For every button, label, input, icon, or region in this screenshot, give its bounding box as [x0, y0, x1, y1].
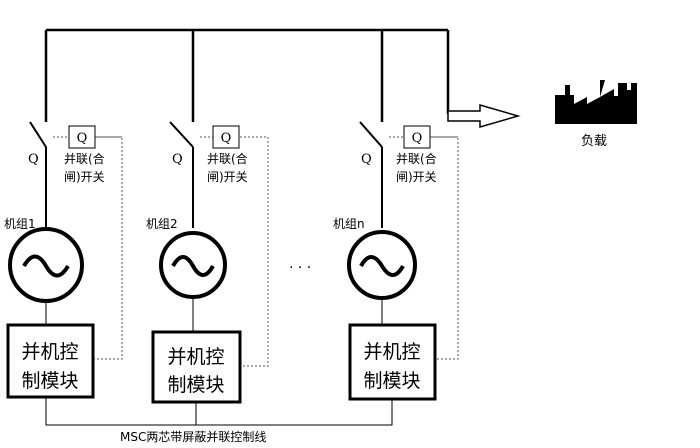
switch-symbol: Q — [172, 152, 183, 167]
control-module-box — [348, 323, 437, 401]
control-module-line1: 并机控 — [363, 341, 420, 363]
power-bus — [44, 28, 450, 122]
control-module-box — [6, 323, 95, 399]
ac-wave-icon — [359, 255, 405, 277]
control-signal-line — [431, 136, 459, 360]
control-module-line1: 并机控 — [21, 341, 78, 363]
unit-label: 机组1 — [4, 217, 36, 231]
switch-relay-box-label: Q — [77, 131, 88, 146]
load-label: 负载 — [581, 134, 607, 149]
switch-label-line2: 闸)开关 — [396, 170, 437, 184]
switch-label-line2: 闸)开关 — [64, 170, 105, 184]
control-module-line1: 并机控 — [167, 346, 224, 368]
switch-label-line1: 并联(合 — [64, 151, 105, 166]
switch-relay-box — [68, 125, 96, 149]
switch-label-line2: 闸)开关 — [207, 170, 248, 184]
switch-relay-box-label: Q — [412, 131, 423, 146]
unit-label: 机组n — [333, 217, 365, 231]
switch-symbol: Q — [361, 152, 372, 167]
switch-relay-box — [403, 125, 431, 149]
switch-label-line1: 并联(合 — [396, 151, 437, 166]
ac-wave-icon — [22, 254, 70, 278]
generator-unit-2: Q Q 并联(合 闸)开关 机组2 并机控 制模块 — [146, 121, 269, 404]
switch-blade — [359, 121, 383, 148]
more-units-ellipsis: · · · — [289, 260, 311, 276]
switch-relay-box-label: Q — [221, 131, 232, 146]
switch-blade — [29, 121, 47, 148]
unit-label: 机组2 — [146, 217, 178, 231]
control-cable-label: MSC两芯带屏蔽并联控制线 — [120, 430, 266, 444]
generator-unit-1: Q Q 并联(合 闸)开关 机组1 并机控 制模块 — [4, 121, 123, 399]
switch-blade — [169, 121, 194, 148]
switch-label-line1: 并联(合 — [207, 151, 248, 166]
control-module-line2: 制模块 — [167, 374, 224, 396]
generator-unit-n: Q Q 并联(合 闸)开关 机组n 并机控 制模块 — [333, 121, 459, 401]
control-signal-line — [93, 136, 123, 360]
switch-symbol: Q — [28, 152, 39, 167]
control-module-line2: 制模块 — [21, 370, 78, 392]
load-arrow — [447, 104, 521, 128]
control-signal-line — [240, 136, 269, 367]
switch-relay-box — [212, 125, 240, 149]
factory-icon — [555, 80, 637, 124]
control-cable-line — [45, 397, 393, 426]
control-module-line2: 制模块 — [363, 370, 420, 392]
ac-wave-icon — [171, 255, 215, 277]
